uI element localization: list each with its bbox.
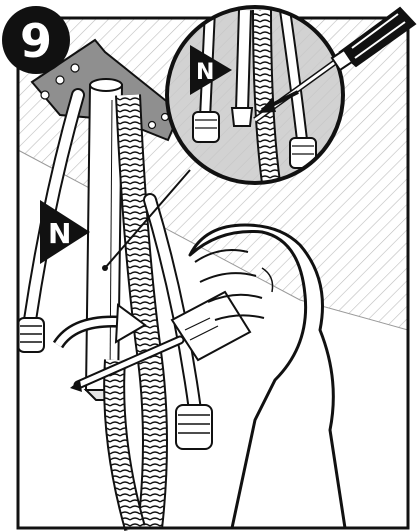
step-number: 9: [20, 14, 52, 68]
neutral-label-main-text: N: [48, 217, 71, 250]
neutral-label-inset-text: N: [196, 60, 214, 85]
callout-point: [102, 265, 108, 271]
step-number-badge: 9: [2, 6, 70, 74]
